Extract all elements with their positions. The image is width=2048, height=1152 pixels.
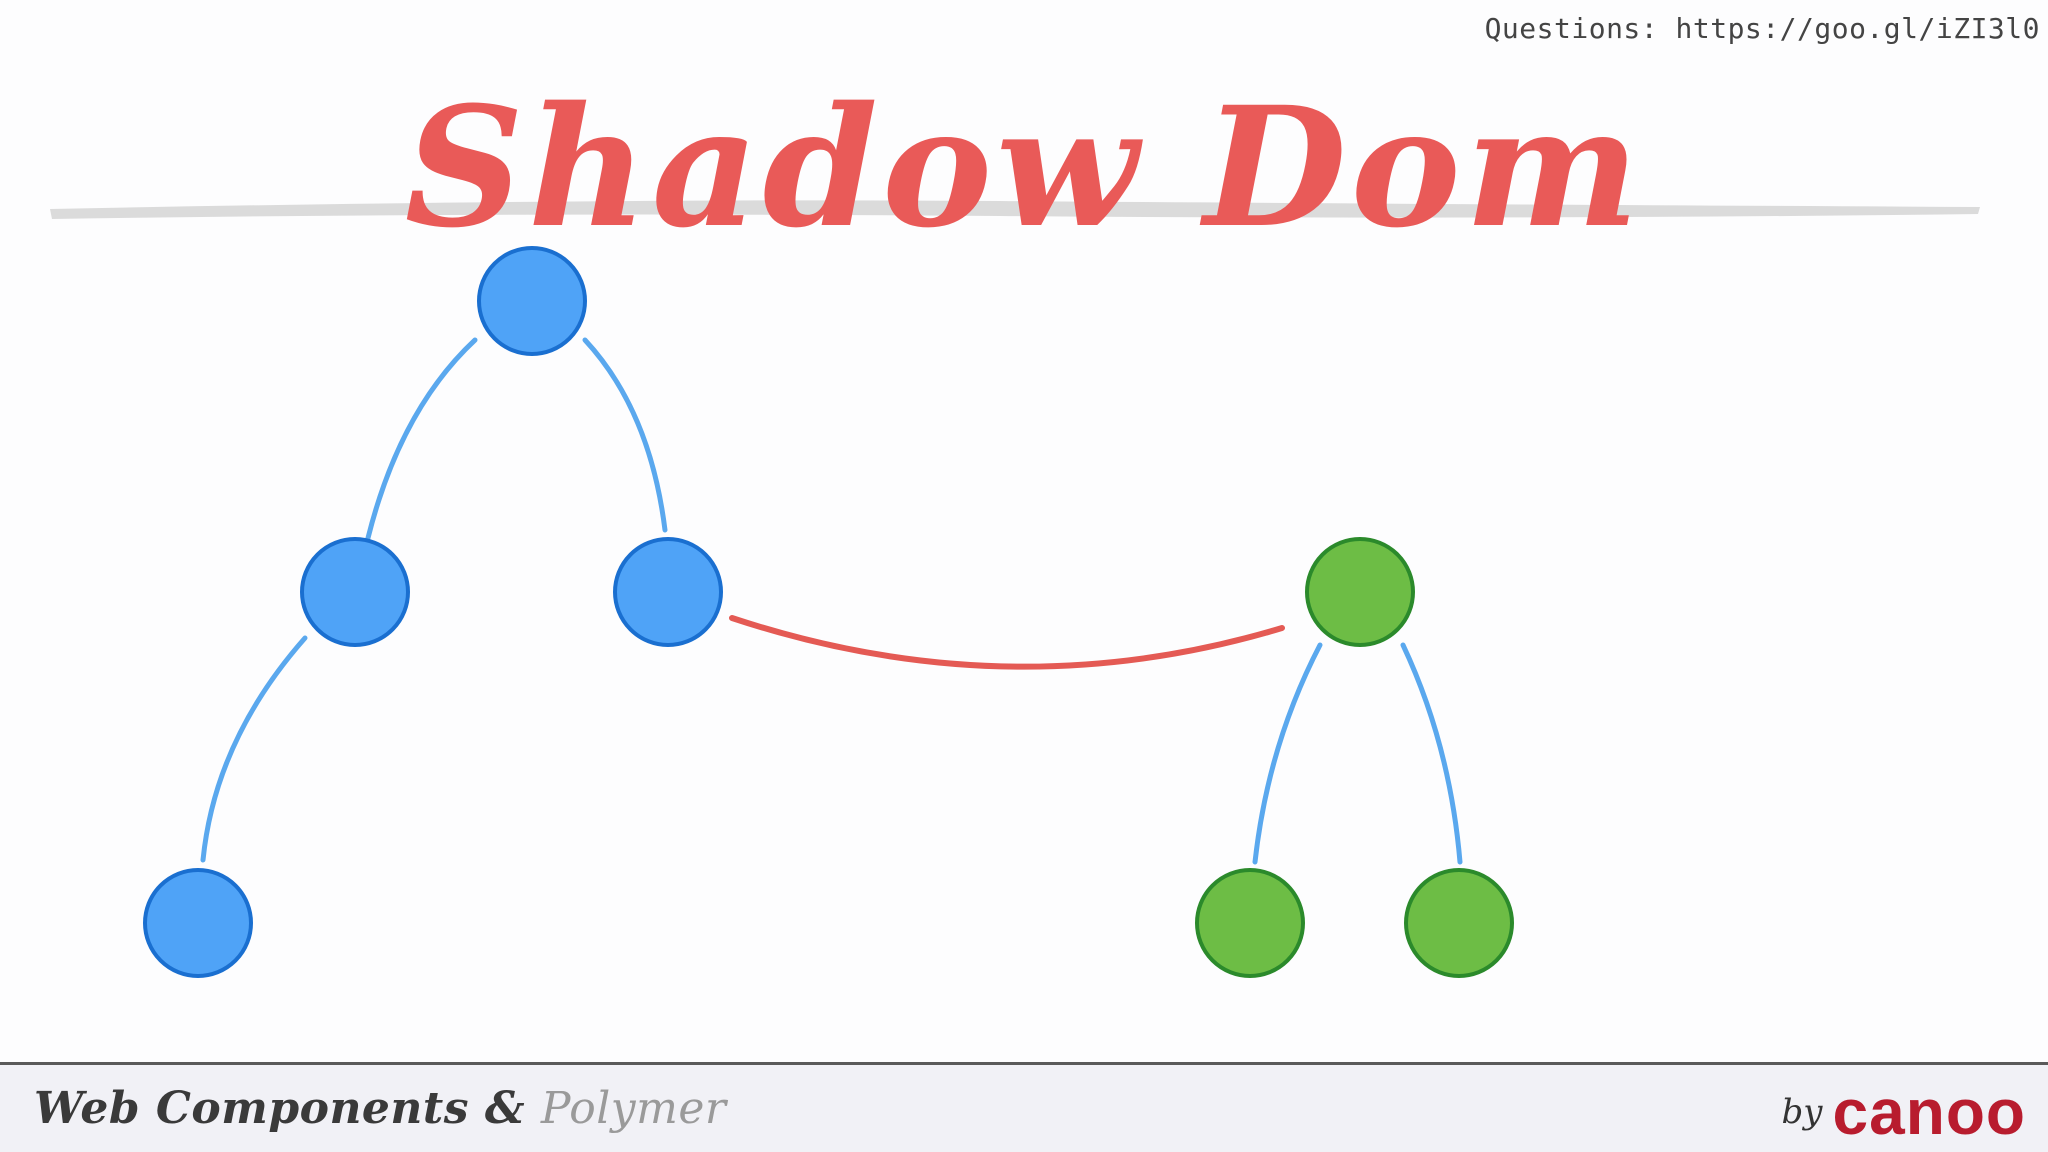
shadow-host-link <box>729 615 1285 670</box>
edge-root-right <box>582 337 668 533</box>
node-left-leaf <box>143 868 253 978</box>
node-shadow-host <box>613 537 723 647</box>
edge-shadow-right <box>1400 642 1463 865</box>
footer-by: by <box>1781 1092 1823 1132</box>
edge-shadow-left <box>1252 642 1323 865</box>
node-shadow-right-leaf <box>1404 868 1514 978</box>
edge-left-leaf <box>200 635 308 863</box>
questions-link[interactable]: Questions: https://goo.gl/iZI3l0 <box>1484 12 2040 45</box>
node-shadow-root <box>1305 537 1415 647</box>
node-shadow-left-leaf <box>1195 868 1305 978</box>
footer-polymer: Polymer <box>540 1083 727 1134</box>
node-root <box>477 246 587 356</box>
footer-course-title: Web Components & Polymer <box>34 1083 726 1134</box>
node-left-child <box>300 537 410 647</box>
shadow-dom-diagram: Shadow Dom <box>50 70 1980 978</box>
slide-title: Shadow Dom <box>405 70 1644 264</box>
footer-web-components: Web Components & <box>34 1083 541 1134</box>
canoo-logo: canoo <box>1832 1076 2026 1148</box>
title-underline <box>50 200 1980 219</box>
edge-root-left <box>365 337 478 541</box>
